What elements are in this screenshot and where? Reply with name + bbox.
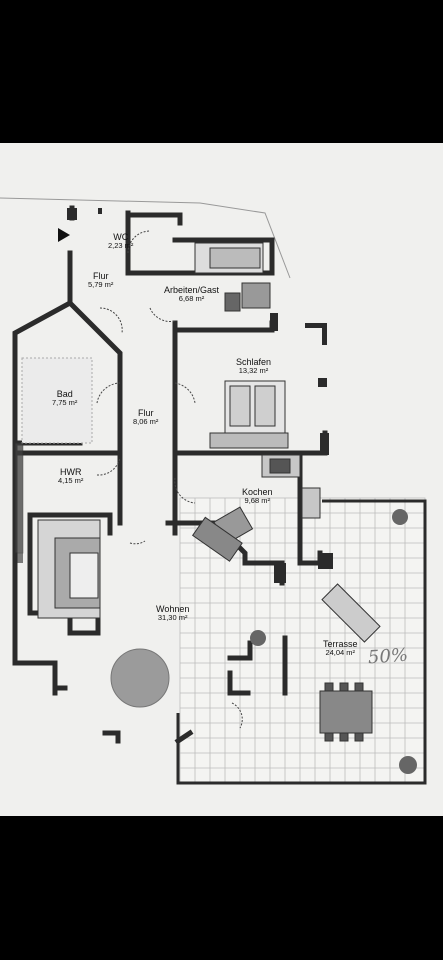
room-label-kochen: Kochen 9,68 m²: [242, 487, 273, 506]
room-area: 8,06 m²: [133, 417, 159, 427]
room-name: Terrasse: [323, 639, 358, 649]
room-name: Schlafen: [236, 357, 272, 367]
room-name: Flur: [92, 271, 109, 281]
room-label-arbeiten-gast: Arbeiten/Gast 6,68 m²: [164, 285, 220, 304]
room-label-wc: WC 2,23 m²: [108, 232, 134, 251]
room-label-bad: Bad 7,75 m²: [52, 389, 78, 408]
room-name: Wohnen: [156, 604, 190, 614]
room-name: Arbeiten/Gast: [164, 285, 220, 295]
room-label-terrasse: Terrasse 24,04 m²: [323, 639, 358, 658]
room-area: 9,68 m²: [244, 496, 270, 506]
room-area: 7,75 m²: [52, 398, 78, 408]
room-area: 24,04 m²: [325, 648, 356, 658]
room-area: 6,68 m²: [178, 294, 205, 304]
room-area: 5,79 m²: [88, 280, 114, 290]
room-area: 13,32 m²: [238, 366, 269, 376]
entrance-arrow: [58, 228, 70, 242]
room-area: 2,23 m²: [108, 241, 134, 251]
room-name: Flur: [137, 408, 154, 418]
room-name: HWR: [59, 467, 82, 477]
floor-plan-photo: WC 2,23 m² Flur 5,79 m² Arbeiten/Gast 6,…: [0, 143, 443, 816]
room-area: 31,30 m²: [157, 613, 188, 623]
room-area: 4,15 m²: [58, 476, 84, 486]
furniture: [14, 242, 381, 742]
handwritten-note: 50%: [367, 644, 409, 669]
wall-fragments: [15, 208, 333, 583]
room-label-hwr: HWR 4,15 m²: [58, 467, 84, 486]
room-label-flur-upper: Flur 5,79 m²: [88, 271, 114, 290]
room-name: Bad: [56, 389, 73, 399]
property-boundary: [0, 197, 291, 279]
terrace-border: [176, 499, 427, 785]
room-label-flur-lower: Flur 8,06 m²: [133, 408, 159, 427]
room-label-schlafen: Schlafen 13,32 m²: [236, 357, 272, 376]
room-name: WC: [113, 232, 129, 242]
room-name: Kochen: [242, 487, 273, 497]
floor-plan-drawing: [0, 197, 427, 785]
room-label-wohnen: Wohnen 31,30 m²: [156, 604, 190, 623]
door-swings: [96, 230, 243, 729]
plants: [250, 509, 417, 774]
